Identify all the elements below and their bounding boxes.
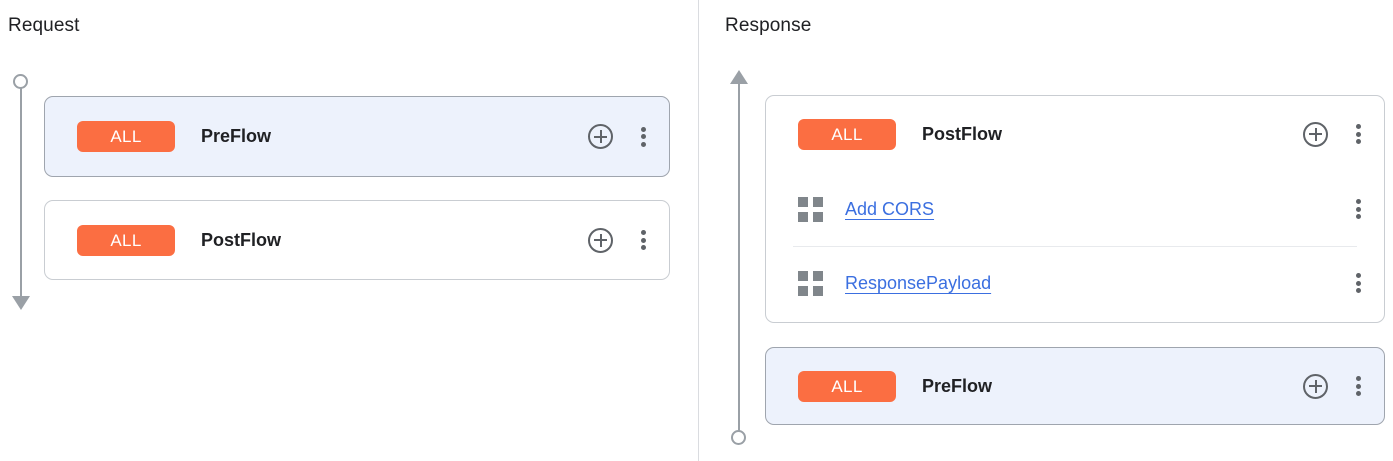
- request-preflow-card[interactable]: ALL PreFlow: [44, 96, 670, 177]
- flow-name-label: PostFlow: [922, 123, 1002, 144]
- row-actions: [1348, 272, 1368, 294]
- flow-header-row[interactable]: ALL PostFlow: [45, 201, 669, 279]
- response-flow-rail: [724, 70, 754, 448]
- add-circle-icon[interactable]: [1303, 121, 1328, 147]
- add-circle-icon[interactable]: [1303, 373, 1328, 399]
- more-vert-icon[interactable]: [1348, 375, 1368, 397]
- flow-name-label: PreFlow: [201, 126, 272, 146]
- response-panel: Response: [699, 0, 1393, 461]
- rail-line: [738, 83, 740, 435]
- status-badge: ALL: [798, 370, 896, 402]
- flow-header-row[interactable]: ALL PostFlow: [766, 96, 1384, 172]
- policy-grid-icon: [798, 270, 823, 296]
- row-actions: [588, 227, 653, 253]
- add-circle-icon[interactable]: [588, 124, 613, 149]
- flow-header-row[interactable]: ALL PreFlow: [766, 348, 1384, 424]
- more-vert-icon[interactable]: [633, 126, 653, 148]
- policy-grid-icon: [798, 196, 823, 222]
- row-actions: [1303, 373, 1368, 399]
- response-panel-title: Response: [725, 15, 812, 36]
- rail-line: [20, 88, 22, 296]
- policy-row[interactable]: Add CORS: [766, 172, 1384, 246]
- arrow-down-icon: [12, 296, 30, 310]
- policy-link[interactable]: ResponsePayload: [845, 272, 992, 293]
- add-circle-icon[interactable]: [588, 227, 613, 253]
- request-panel-title: Request: [8, 15, 80, 36]
- status-badge: ALL: [77, 224, 175, 256]
- panel-divider: [698, 0, 699, 461]
- row-actions: [1348, 198, 1368, 220]
- request-postflow-card[interactable]: ALL PostFlow: [44, 200, 670, 280]
- request-flow-rail: [6, 74, 36, 310]
- flow-name-label: PostFlow: [201, 229, 281, 250]
- status-badge: ALL: [77, 121, 175, 152]
- row-actions: [588, 124, 653, 149]
- arrow-up-icon: [730, 70, 748, 84]
- more-vert-icon[interactable]: [1348, 123, 1368, 145]
- circle-node-icon: [731, 430, 746, 445]
- more-vert-icon[interactable]: [1348, 198, 1368, 220]
- status-badge: ALL: [798, 118, 896, 150]
- row-actions: [1303, 121, 1368, 147]
- response-preflow-card[interactable]: ALL PreFlow: [765, 347, 1385, 425]
- request-panel: Request ALL PreFlow ALL: [6, 15, 670, 310]
- flow-header-row[interactable]: ALL PreFlow: [45, 97, 669, 176]
- circle-node-icon: [13, 74, 28, 89]
- policy-link[interactable]: Add CORS: [845, 198, 935, 219]
- more-vert-icon[interactable]: [633, 229, 653, 251]
- response-postflow-card[interactable]: ALL PostFlow Add CORS: [765, 95, 1385, 323]
- more-vert-icon[interactable]: [1348, 272, 1368, 294]
- policy-row[interactable]: ResponsePayload: [766, 246, 1384, 320]
- flow-name-label: PreFlow: [922, 375, 993, 396]
